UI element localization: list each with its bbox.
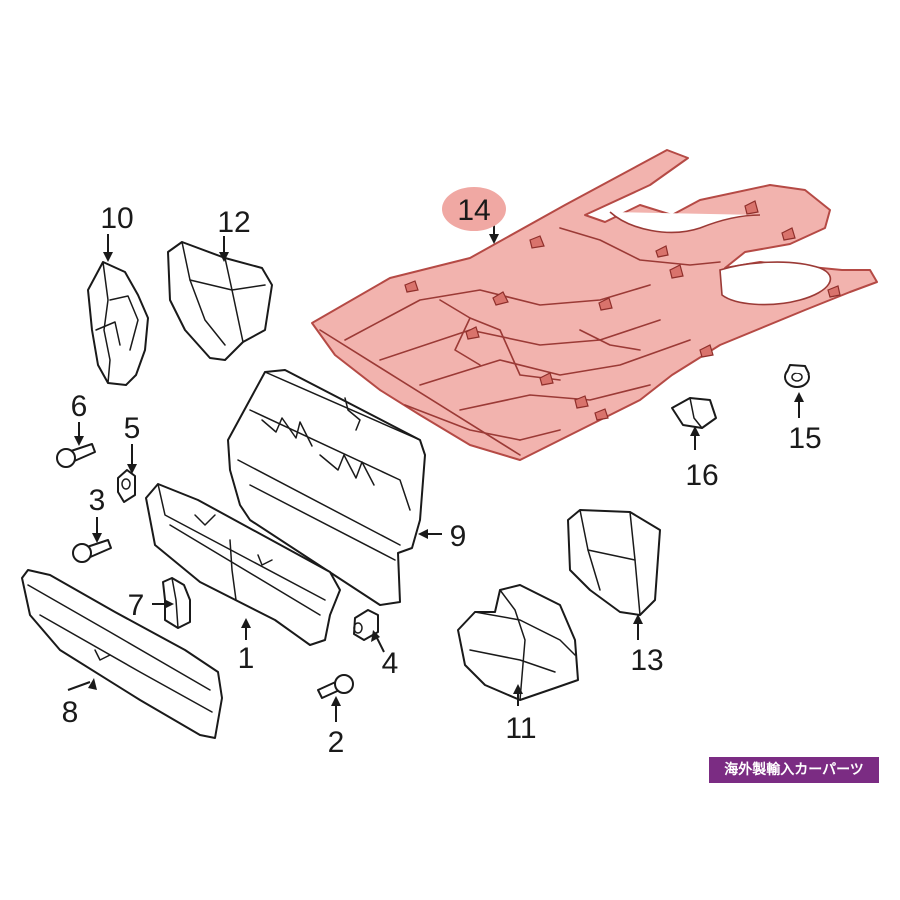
callout-2: 2 — [328, 726, 345, 759]
part-12-air-duct[interactable] — [167, 241, 273, 361]
part-1-air-guide[interactable] — [145, 483, 341, 646]
part-15-screw[interactable] — [784, 364, 810, 388]
callout-10: 10 — [100, 202, 133, 235]
callout-12: 12 — [217, 206, 250, 239]
part-10-side-bracket[interactable] — [87, 261, 149, 386]
callout-6: 6 — [71, 390, 88, 423]
shop-badge: 海外製輸入カーパーツ — [709, 757, 879, 783]
part-11-lower-duct[interactable] — [457, 584, 579, 701]
callout-11: 11 — [505, 712, 536, 745]
callout-15: 15 — [788, 422, 821, 455]
callout-13: 13 — [630, 644, 663, 677]
part-4-spacer[interactable] — [353, 609, 379, 641]
part-13-air-duct[interactable] — [567, 509, 661, 616]
callout-labels: 14 10 12 6 5 3 7 1 8 2 4 11 13 15 16 9 — [62, 187, 822, 759]
callout-16: 16 — [685, 459, 718, 492]
part-16-clip[interactable] — [671, 397, 717, 429]
callout-5: 5 — [124, 412, 141, 445]
part-3-bolt[interactable] — [72, 539, 112, 563]
part-8-lower-bar[interactable] — [21, 569, 223, 739]
highlight-marker — [442, 187, 506, 231]
part-14-underbody-shield[interactable] — [311, 149, 878, 461]
part-9-grille-shutter-frame[interactable] — [227, 369, 426, 606]
leader-lines — [67, 224, 804, 722]
callout-4: 4 — [382, 647, 399, 680]
part-5-nut[interactable] — [117, 469, 136, 503]
callout-3: 3 — [89, 484, 106, 517]
callout-14: 14 — [457, 194, 490, 227]
callout-1: 1 — [238, 642, 255, 675]
part-2-bolt[interactable] — [317, 674, 354, 699]
callout-8: 8 — [62, 696, 79, 729]
callout-9: 9 — [450, 520, 467, 553]
callout-7: 7 — [128, 589, 145, 622]
part-6-bolt[interactable] — [56, 443, 96, 468]
